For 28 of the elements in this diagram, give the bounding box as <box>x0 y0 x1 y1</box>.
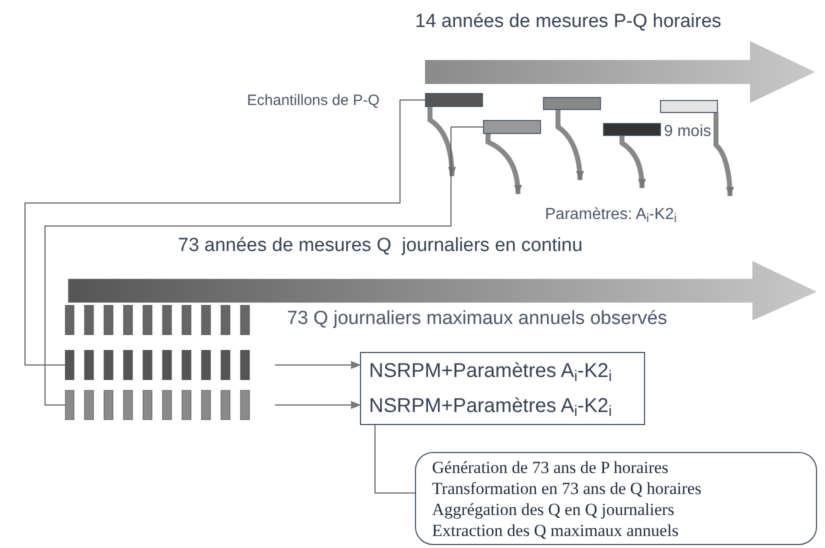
parameters-label: Paramètres: A$_{i}$-K2$_{i}$ <box>545 205 677 227</box>
step-text: Aggrégation des Q en Q journaliers <box>432 499 676 520</box>
samples-label: Echantillons de P-Q <box>247 91 380 111</box>
step-text: Transformation en 73 ans de Q horaires <box>432 478 702 499</box>
sample-bar <box>543 97 601 110</box>
curved-arrow <box>428 107 456 177</box>
connector <box>274 361 361 369</box>
row-caption: 73 Q journaliers maximaux annuels observés <box>287 307 668 331</box>
curved-arrow <box>620 136 646 189</box>
sample-bar <box>660 100 718 113</box>
curved-arrow <box>714 113 734 197</box>
curved-arrow <box>486 134 522 195</box>
process-steps-box <box>415 452 817 545</box>
connector <box>44 126 484 406</box>
step-text: Extraction des Q maximaux annuels <box>432 520 680 541</box>
step-text: Génération de 73 ans de P horaires <box>432 457 670 478</box>
connector <box>274 401 361 409</box>
curved-arrow <box>556 110 584 181</box>
sample-bar <box>483 120 541 134</box>
model-text: NSRPM+Paramètres A$_{i}$-K2$_{i}$ <box>369 394 613 422</box>
connector <box>24 100 426 366</box>
sample-bar <box>425 93 483 107</box>
connector <box>374 424 416 494</box>
model-text: NSRPM+Paramètres A$_{i}$-K2$_{i}$ <box>369 358 613 386</box>
model-box <box>360 352 645 425</box>
duration-label: 9 mois <box>664 122 712 142</box>
arrow-title: 14 années de mesures P-Q horaires <box>415 10 722 34</box>
arrow-title: 73 années de mesures Q journaliers en continu <box>178 234 583 258</box>
